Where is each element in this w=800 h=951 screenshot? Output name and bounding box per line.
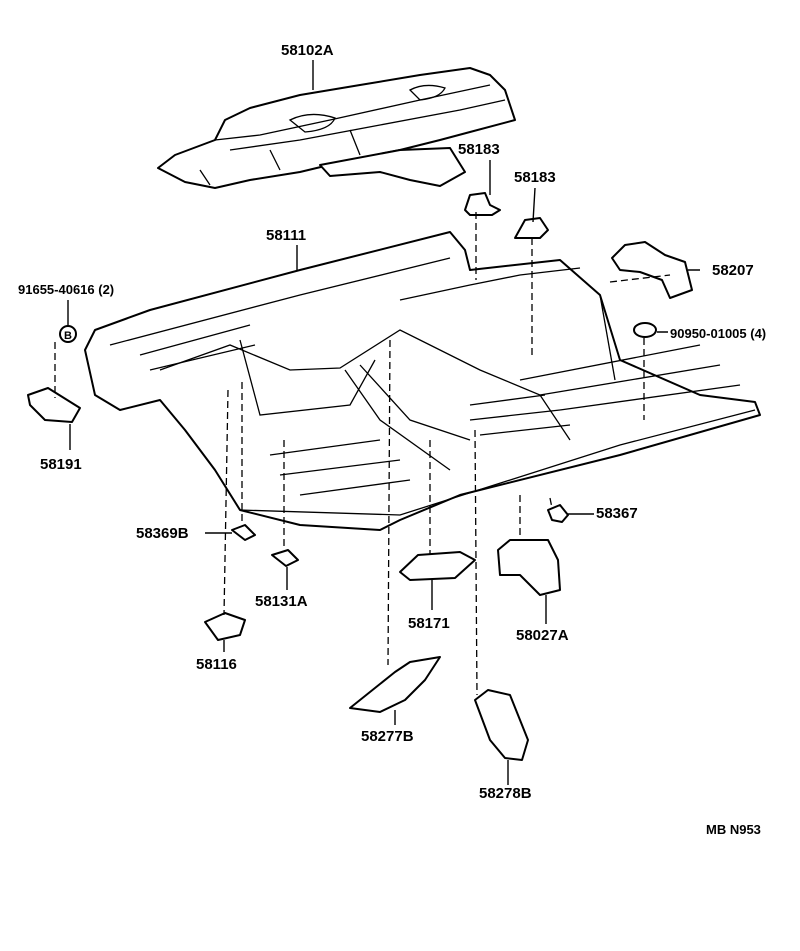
part-58278B-member (474, 689, 529, 761)
callout-58111: 58111 (266, 227, 307, 244)
callout-58183-left: 58183 (458, 141, 500, 158)
part-58116-plate (204, 612, 246, 641)
callout-58369B: 58369B (136, 525, 189, 542)
part-58131A-clip (271, 549, 299, 567)
alignment-dashed-lines (54, 212, 671, 696)
callout-58191: 58191 (40, 456, 82, 473)
callout-58102A: 58102A (281, 42, 334, 59)
part-58277B-member (349, 656, 441, 713)
part-58027A-bracket (497, 539, 561, 596)
callout-91655-40616: 91655-40616 (2) (18, 282, 115, 297)
part-58102A-upper-floor (157, 67, 516, 189)
part-58369B-clip (231, 524, 256, 541)
callout-58277B: 58277B (361, 728, 414, 745)
callout-58207: 58207 (712, 262, 754, 279)
callout-58116: 58116 (196, 656, 237, 673)
callout-58367: 58367 (596, 505, 638, 522)
callout-58278B: 58278B (479, 785, 532, 802)
part-58183-bracket-right (514, 217, 549, 239)
part-58191-bracket (27, 387, 81, 423)
part-58171-plate (399, 551, 476, 581)
part-90950-plug (633, 322, 657, 338)
callout-58183-right: 58183 (514, 169, 556, 186)
callout-58171: 58171 (408, 615, 450, 632)
callout-90950-01005: 90950-01005 (4) (670, 326, 767, 341)
leader-lines (67, 60, 700, 785)
part-58207-bracket (611, 241, 693, 299)
callout-58027A: 58027A (516, 627, 569, 644)
part-58183-bracket-left (464, 192, 501, 216)
part-58111-main-floor (84, 231, 761, 531)
diagram-code: MB N953 (706, 822, 761, 837)
part-58367-clip (547, 504, 569, 523)
circle-b-letter: B (64, 330, 72, 342)
callout-58131A: 58131A (255, 593, 308, 610)
